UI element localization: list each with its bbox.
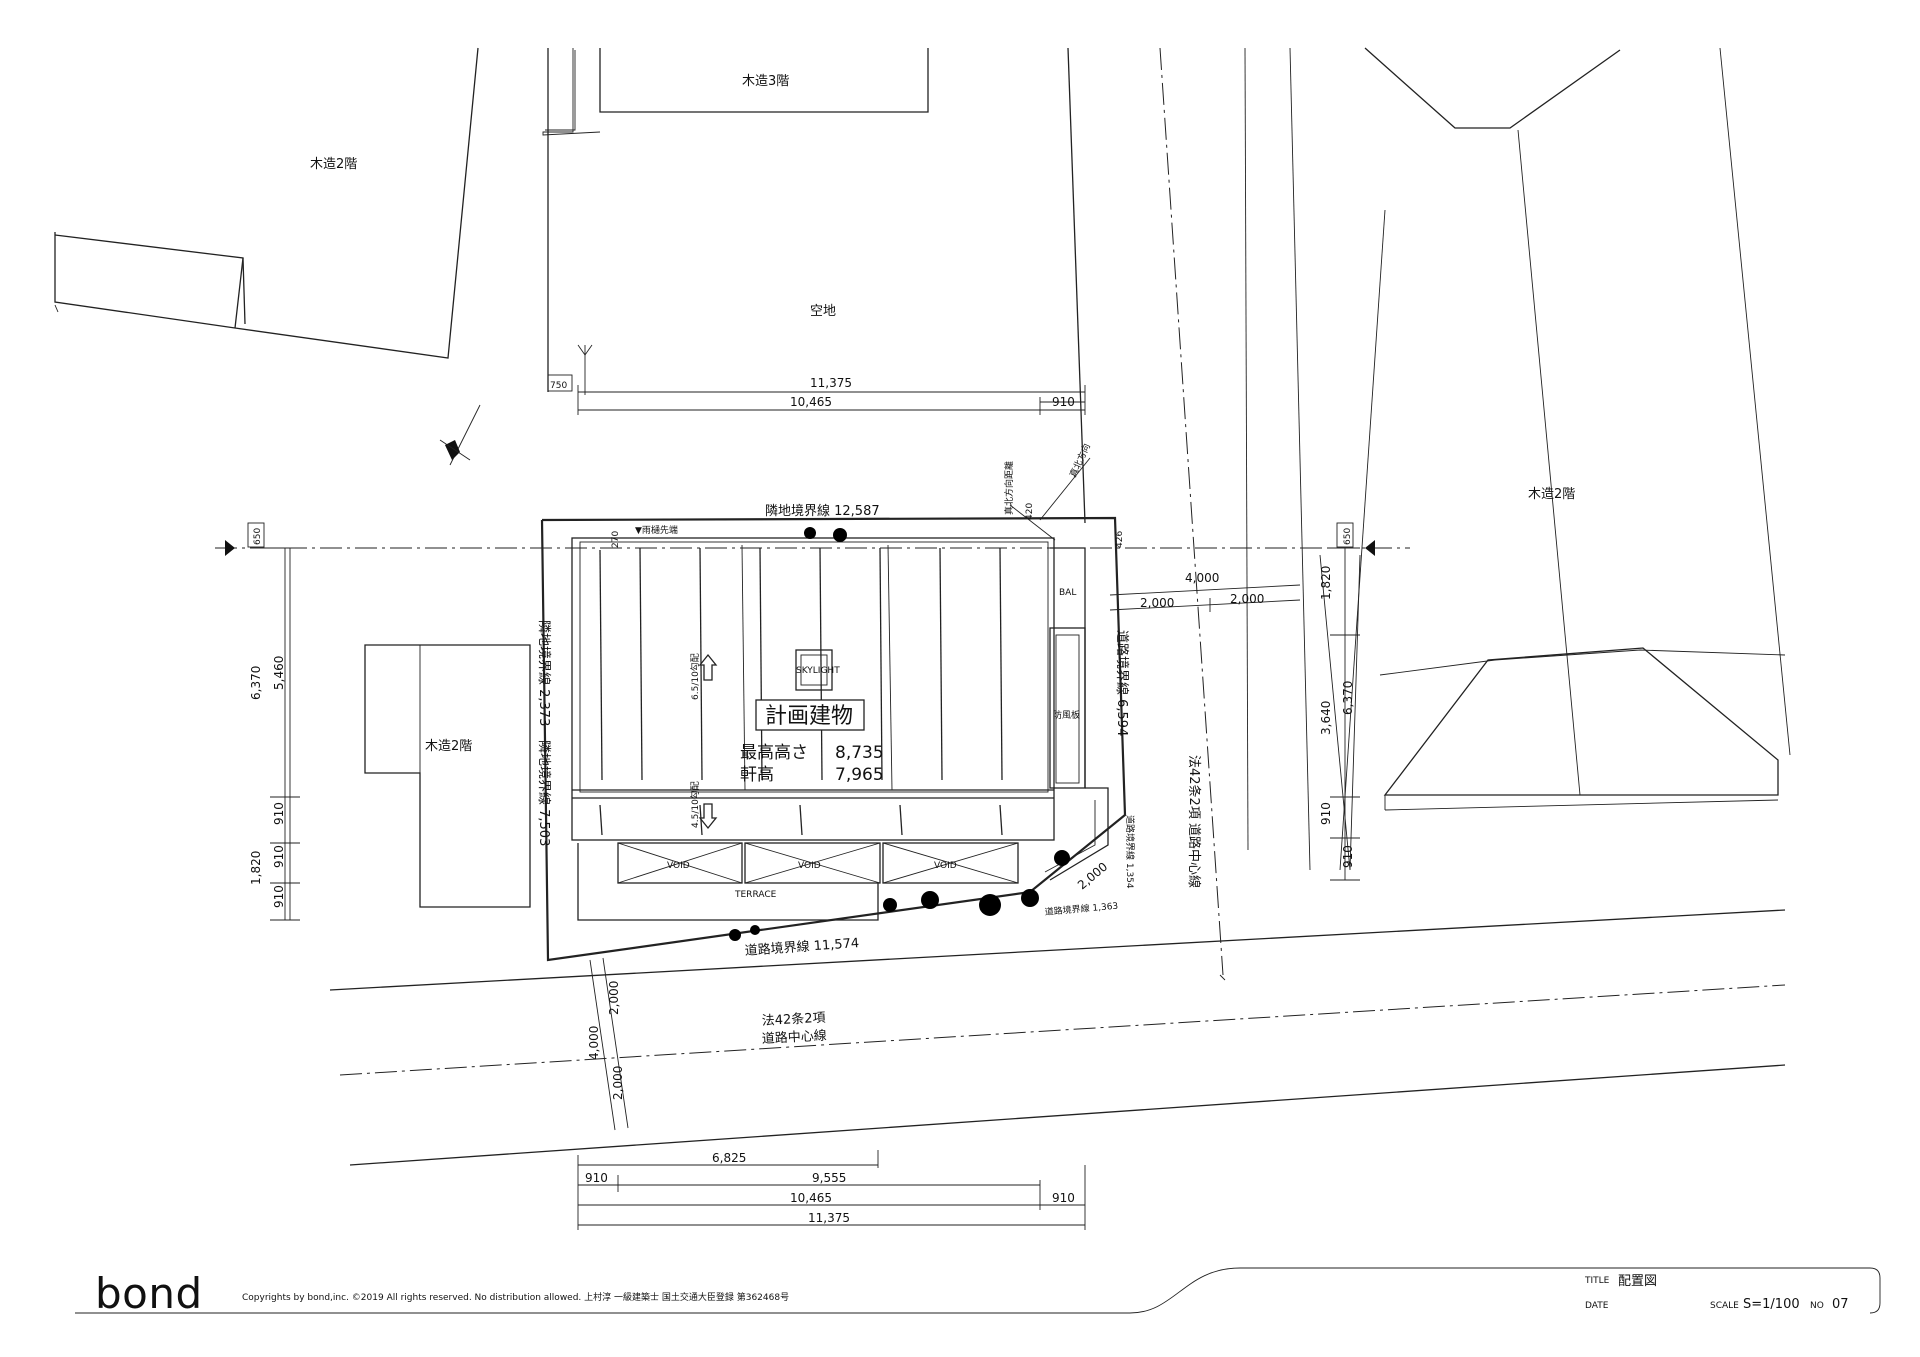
road-centerline-label-1: 法42条2項 xyxy=(761,1010,826,1029)
neighbor-top-left-building xyxy=(54,47,479,359)
brand-logo: bond xyxy=(95,1269,203,1318)
dim-left-box: 650 xyxy=(253,528,263,545)
dim-top-sub: 10,465 xyxy=(790,395,832,409)
title-value: 配置図 xyxy=(1618,1274,1657,1289)
copyright-text: Copyrights by bond,inc. ©2019 All rights… xyxy=(242,1291,789,1303)
neighbor-right-building xyxy=(1339,47,1791,871)
dim-right-3640: 3,640 xyxy=(1319,701,1333,735)
eave-height-label: 軒高 xyxy=(740,765,774,785)
dim-road-bottom-4000: 4,000 xyxy=(587,1026,601,1060)
dim-bot-10465: 10,465 xyxy=(790,1191,832,1205)
boundary-corner-label: 道路境界線 1,354 xyxy=(1124,815,1136,889)
scale-label: SCALE xyxy=(1710,1301,1739,1311)
dim-270: 270 xyxy=(611,531,621,548)
dim-left-910b: 910 xyxy=(272,845,286,868)
dim-road-2000a: 2,000 xyxy=(1140,596,1174,610)
road-lines xyxy=(329,909,1786,1166)
sheet-no-label: NO xyxy=(1810,1301,1824,1311)
dim-right-box: 650 xyxy=(1343,528,1353,545)
scale-value: S=1/100 xyxy=(1743,1297,1800,1312)
true-north-indicator xyxy=(1009,457,1091,541)
max-height-label: 最高高さ xyxy=(740,743,808,763)
boundary-right-label: 道路境界線 6,594 xyxy=(1114,630,1130,736)
balcony-label: BAL xyxy=(1059,588,1076,598)
dimension-lines xyxy=(225,344,1375,1230)
neighbor-top-center-building xyxy=(542,48,929,136)
neighbor-top-left-label: 木造2階 xyxy=(310,157,357,172)
vacant-lot-label: 空地 xyxy=(810,304,836,319)
date-label: DATE xyxy=(1585,1301,1609,1311)
neighbor-top-center-label: 木造3階 xyxy=(742,74,789,89)
dim-bot-9555: 9,555 xyxy=(812,1171,846,1185)
dim-road-2000b: 2,000 xyxy=(1230,592,1264,606)
dim-left-1820: 1,820 xyxy=(249,851,263,885)
dim-right-1820: 1,820 xyxy=(1319,566,1333,600)
boundary-left-upper-label: 隣地境界線 2,373 xyxy=(536,620,552,726)
dim-bot-910: 910 xyxy=(585,1171,608,1185)
planned-building xyxy=(571,527,1109,941)
dim-top-sub2: 910 xyxy=(1052,395,1075,409)
dim-bot-6825: 6,825 xyxy=(712,1151,746,1165)
dim-left-total: 6,370 xyxy=(249,666,263,700)
north-distance-value: 420 xyxy=(1025,503,1035,520)
boundary-bottom-label: 道路境界線 11,574 xyxy=(744,935,859,959)
dim-top-box: 750 xyxy=(550,381,567,391)
dim-left-sub: 5,460 xyxy=(272,656,286,690)
dim-right-910b: 910 xyxy=(1341,845,1355,868)
boundary-left-lower-label: 隣地境界線 7,503 xyxy=(536,740,552,846)
void-label-1: VOID xyxy=(667,861,690,871)
dim-426: 426 xyxy=(1115,531,1125,548)
dim-right-6370: 6,370 xyxy=(1341,681,1355,715)
dim-left-910a: 910 xyxy=(272,802,286,825)
building-label: 計画建物 xyxy=(765,704,853,729)
roof-slope-bottom: 4.5/10勾配 xyxy=(689,781,701,828)
max-height-value: 8,735 xyxy=(835,743,884,763)
gutter-label: ▼雨樋先端 xyxy=(635,524,678,536)
void-label-2: VOID xyxy=(798,861,821,871)
parapet-label: 防風板 xyxy=(1053,709,1080,721)
dim-road-bottom-2000b: 2,000 xyxy=(611,1066,625,1100)
true-north-label: 真北方向 xyxy=(1067,442,1093,480)
neighbor-left-building xyxy=(364,644,531,908)
dim-top-total: 11,375 xyxy=(810,376,852,390)
sheet-no-value: 07 xyxy=(1832,1297,1849,1312)
boundary-top-label: 隣地境界線 12,587 xyxy=(765,503,880,519)
road-centerline-label-2: 道路中心線 xyxy=(761,1028,827,1047)
void-label-3: VOID xyxy=(934,861,957,871)
dim-road-4000: 4,000 xyxy=(1185,571,1219,585)
dim-bot-11375: 11,375 xyxy=(808,1211,850,1225)
site-boundary xyxy=(540,47,1361,976)
boundary-bottom-right-label: 道路境界線 1,363 xyxy=(1044,900,1118,918)
roof-slope-top: 6.5/10勾配 xyxy=(689,653,701,700)
dim-road-bottom-2000a: 2,000 xyxy=(607,981,621,1015)
road-centerline-label-v: 法42条2項 道路中心線 xyxy=(1186,755,1202,888)
title-label: TITLE xyxy=(1584,1276,1610,1286)
terrace-label: TERRACE xyxy=(734,890,777,900)
north-compass-icon xyxy=(439,404,481,466)
eave-height-value: 7,965 xyxy=(835,765,884,785)
title-block xyxy=(75,1267,1881,1314)
dim-right-910a: 910 xyxy=(1319,802,1333,825)
dim-corner-2000: 2,000 xyxy=(1075,859,1110,892)
dim-left-910c: 910 xyxy=(272,885,286,908)
skylight-label: SKYLIGHT xyxy=(796,666,840,676)
dim-bot-910b: 910 xyxy=(1052,1191,1075,1205)
north-distance-label: 真北方向距離 xyxy=(1003,461,1015,515)
neighbor-left-label: 木造2階 xyxy=(425,739,472,754)
neighbor-right-label: 木造2階 xyxy=(1528,487,1575,502)
